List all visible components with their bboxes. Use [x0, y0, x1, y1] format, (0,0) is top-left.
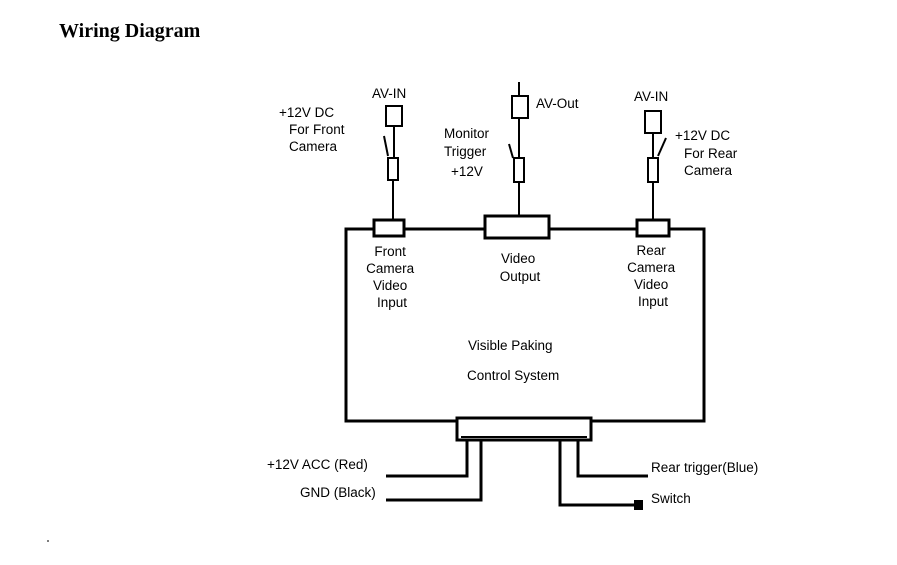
front-inline-plug	[387, 157, 399, 181]
front-input-label: Front Camera Video Input	[366, 244, 418, 310]
rear-inline-plug	[647, 157, 659, 183]
acc-label: +12V ACC (Red)	[267, 457, 368, 472]
system-name-line2: Control System	[467, 368, 559, 383]
av-out-label: AV-Out	[536, 96, 579, 111]
front-av-in-plug	[385, 105, 403, 127]
system-name-line1: Visible Paking	[468, 338, 553, 353]
av-out-plug	[511, 95, 529, 119]
front-av-in-label: AV-IN	[372, 86, 406, 101]
front-power-pointer	[383, 135, 389, 157]
rear-av-in-plug	[644, 110, 662, 134]
rear-trigger-label: Rear trigger(Blue)	[651, 460, 758, 475]
rear-trigger-wire	[576, 440, 648, 478]
monitor-trigger-pointer	[508, 143, 514, 159]
gnd-label: GND (Black)	[300, 485, 376, 500]
switch-plug	[634, 500, 643, 510]
acc-wire	[386, 440, 469, 478]
rear-power-pointer	[657, 137, 667, 157]
rear-av-in-label: AV-IN	[634, 89, 668, 104]
switch-label: Switch	[651, 491, 691, 506]
monitor-cable	[508, 82, 529, 216]
video-output-connector	[483, 214, 551, 240]
gnd-wire	[386, 440, 483, 502]
monitor-inline-plug	[513, 157, 525, 183]
rear-camera-cable	[644, 110, 667, 220]
front-camera-cable	[383, 105, 403, 220]
rear-power-label: +12V DC For Rear Camera	[675, 128, 741, 178]
harness-connector	[455, 416, 593, 442]
front-input-connector	[372, 218, 406, 238]
rear-input-label: Rear Camera Video Input	[627, 243, 679, 309]
monitor-trigger-label: Monitor Trigger +12V	[444, 126, 493, 179]
front-power-label: +12V DC For Front Camera	[279, 105, 348, 154]
rear-input-connector	[635, 218, 671, 238]
page-title: Wiring Diagram	[59, 20, 201, 42]
video-output-label: Video Output	[500, 251, 541, 284]
switch-wire	[558, 440, 636, 507]
